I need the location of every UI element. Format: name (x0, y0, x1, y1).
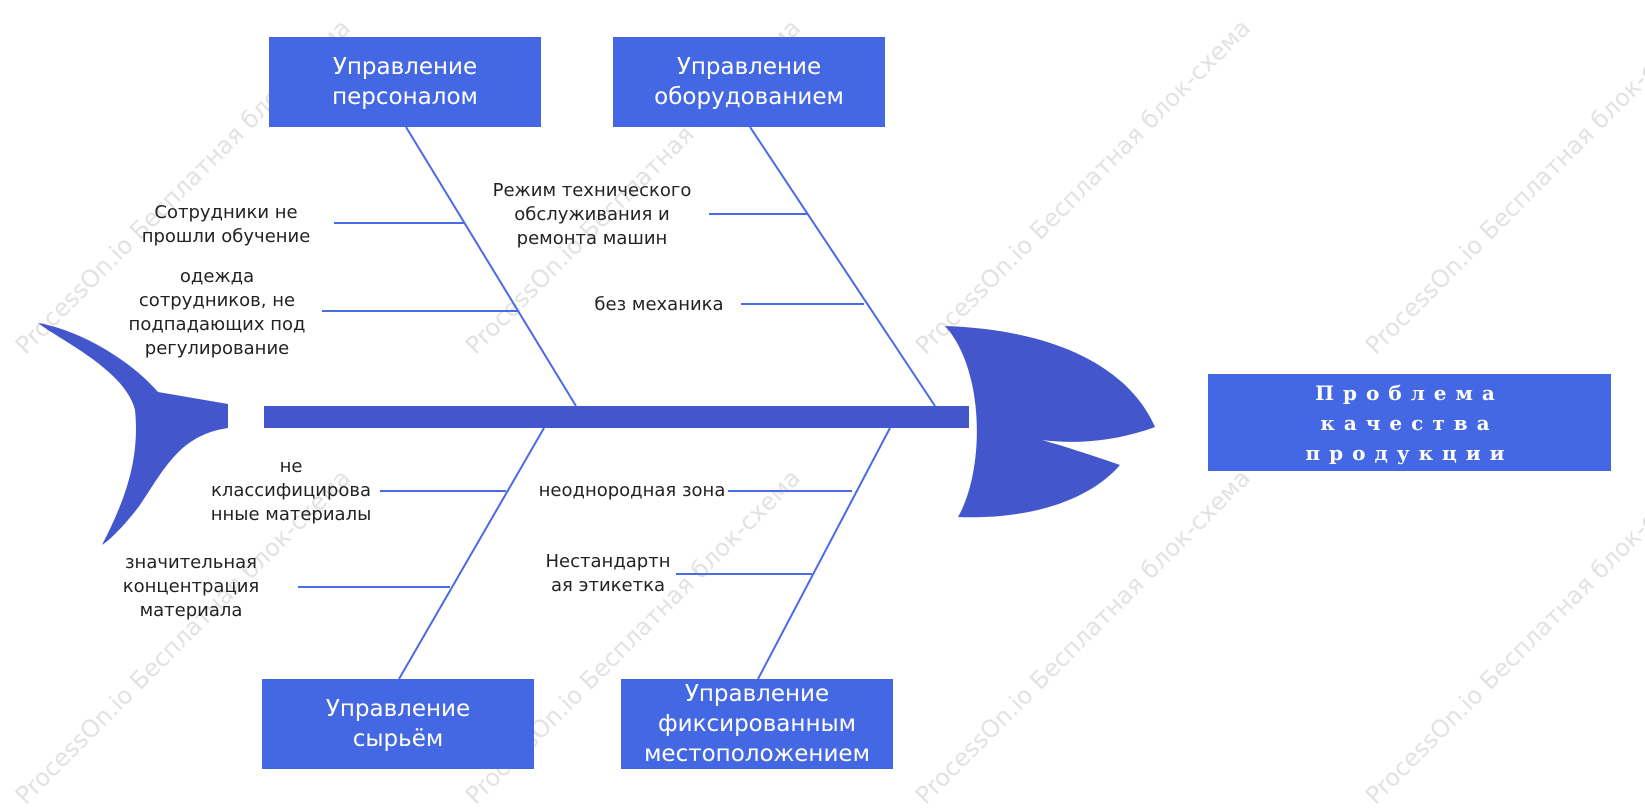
category-location-box[interactable]: Управление фиксированным местоположением (621, 679, 893, 769)
bone-materials (398, 427, 545, 680)
cause-label: Режим технического обслуживания и ремонт… (492, 180, 692, 249)
cause-label: значительная концентрация материала (122, 552, 260, 621)
problem-box[interactable]: Проблема качества продукции (1208, 374, 1611, 471)
bone-equipment (749, 126, 936, 407)
cause-label: без механика (594, 294, 724, 315)
problem-label: Проблема качества продукции (1305, 380, 1514, 465)
category-equipment-box[interactable]: Управление оборудованием (613, 37, 885, 127)
bone-location (757, 427, 891, 680)
cause-label: Сотрудники не прошли обучение (141, 202, 311, 247)
fish-spine (264, 406, 969, 428)
cause-label: Нестандартн ая этикетка (545, 551, 671, 596)
cause-label: не классифицирова нные материалы (210, 456, 372, 525)
cause-label: одежда сотрудников, не подпадающих под р… (128, 266, 306, 359)
fish-tail (38, 323, 228, 545)
category-personnel-box[interactable]: Управление персоналом (269, 37, 541, 127)
bone-personnel (405, 126, 577, 407)
fish-head (945, 326, 1155, 518)
cause-label: неоднородная зона (538, 480, 726, 501)
category-materials-box[interactable]: Управление сырьём (262, 679, 534, 769)
